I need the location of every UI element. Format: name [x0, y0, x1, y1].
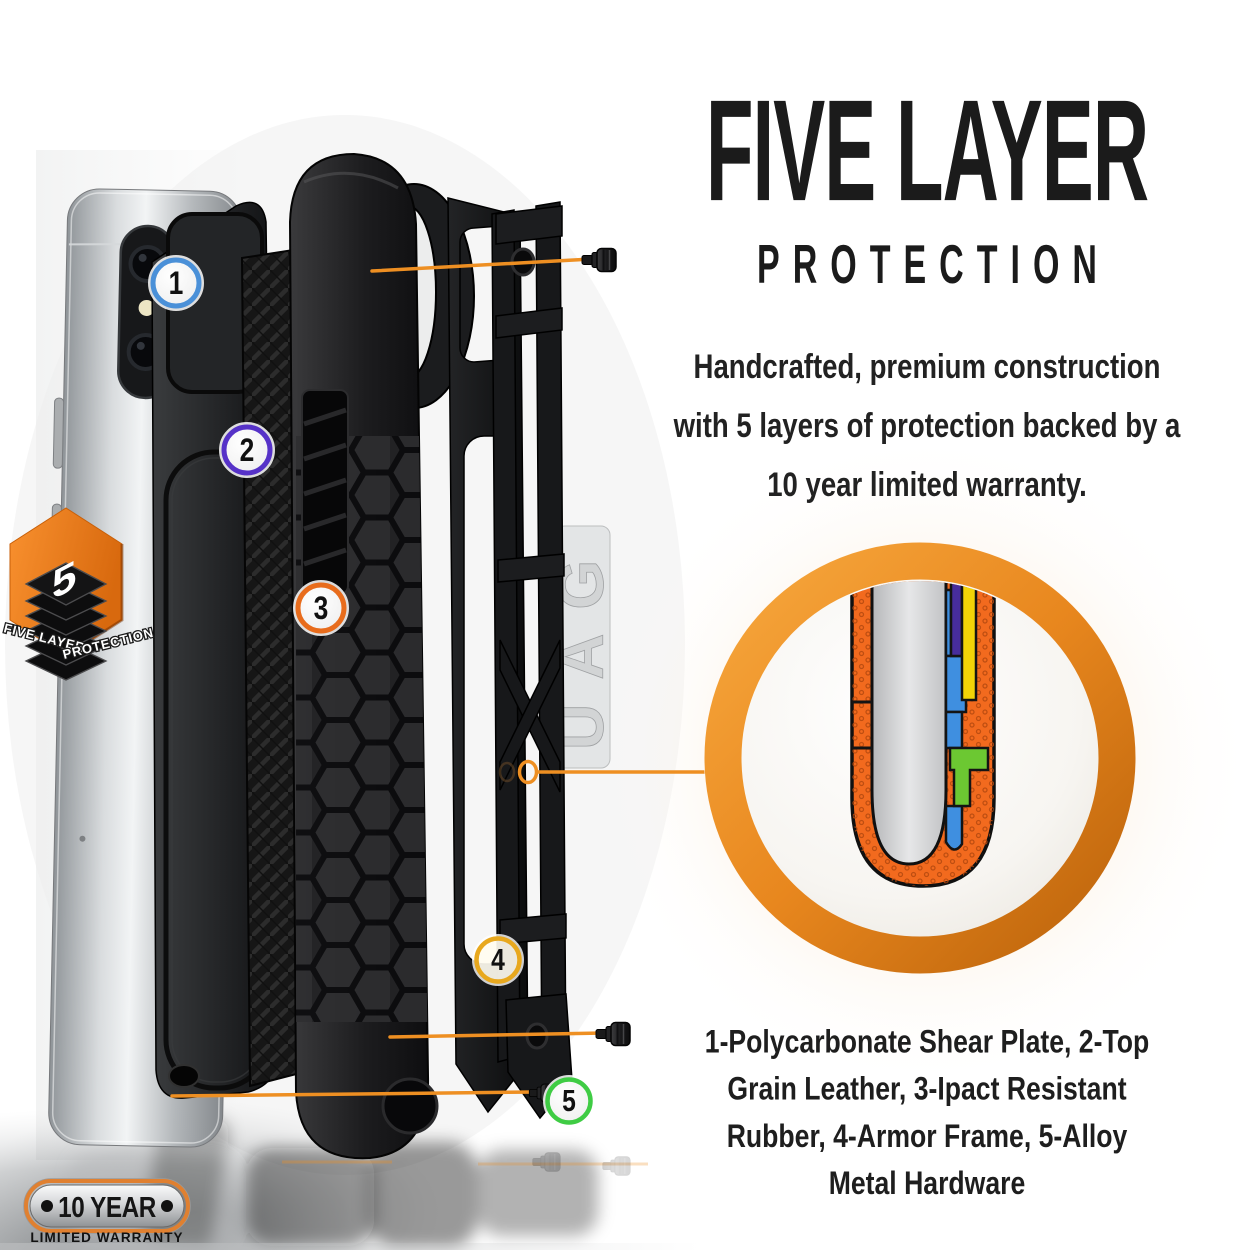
screw-top [581, 247, 617, 273]
layer-stack-icon [24, 562, 108, 681]
camera-flash [138, 299, 155, 316]
badge-dot-right [161, 1200, 173, 1212]
callout-1: 1 [148, 255, 204, 311]
callouts: 1 2 3 4 5 [148, 255, 595, 1127]
callout-4: 4 [472, 934, 524, 986]
badge-dot-left [41, 1200, 53, 1212]
warranty-subtitle: LIMITED WARRANTY [30, 1230, 183, 1245]
callout-2: 2 [219, 422, 275, 478]
rubber-layer [288, 152, 475, 1160]
callout-5: 5 [543, 1075, 595, 1127]
armor-frame-layer [491, 201, 573, 1120]
svg-text:1: 1 [169, 265, 184, 301]
callout-3: 3 [293, 580, 349, 636]
screw-bottom [595, 1021, 631, 1047]
magnifier [704, 542, 1136, 974]
cross-section-phone-edge [870, 581, 948, 866]
warranty-badge: 10 YEAR LIMITED WARRANTY [23, 1178, 191, 1245]
five-layer-badge: 5 FIVE LAYER PROTECTION [1, 507, 156, 681]
magnifier-target-marker [517, 759, 539, 785]
cross-section-diagram [850, 581, 996, 888]
warranty-title: 10 YEAR [58, 1191, 156, 1223]
svg-text:4: 4 [491, 943, 505, 977]
leader-line-top [370, 257, 594, 273]
leader-lines [170, 257, 709, 1098]
magnifier-ring [704, 542, 1136, 974]
volume-button-up [52, 397, 65, 469]
kickstand-insert [301, 389, 349, 595]
leader-line-4 [388, 1031, 606, 1039]
svg-text:2: 2 [240, 432, 255, 468]
svg-text:3: 3 [314, 590, 329, 626]
leader-line-5 [170, 1090, 538, 1098]
svg-text:5: 5 [562, 1084, 576, 1118]
